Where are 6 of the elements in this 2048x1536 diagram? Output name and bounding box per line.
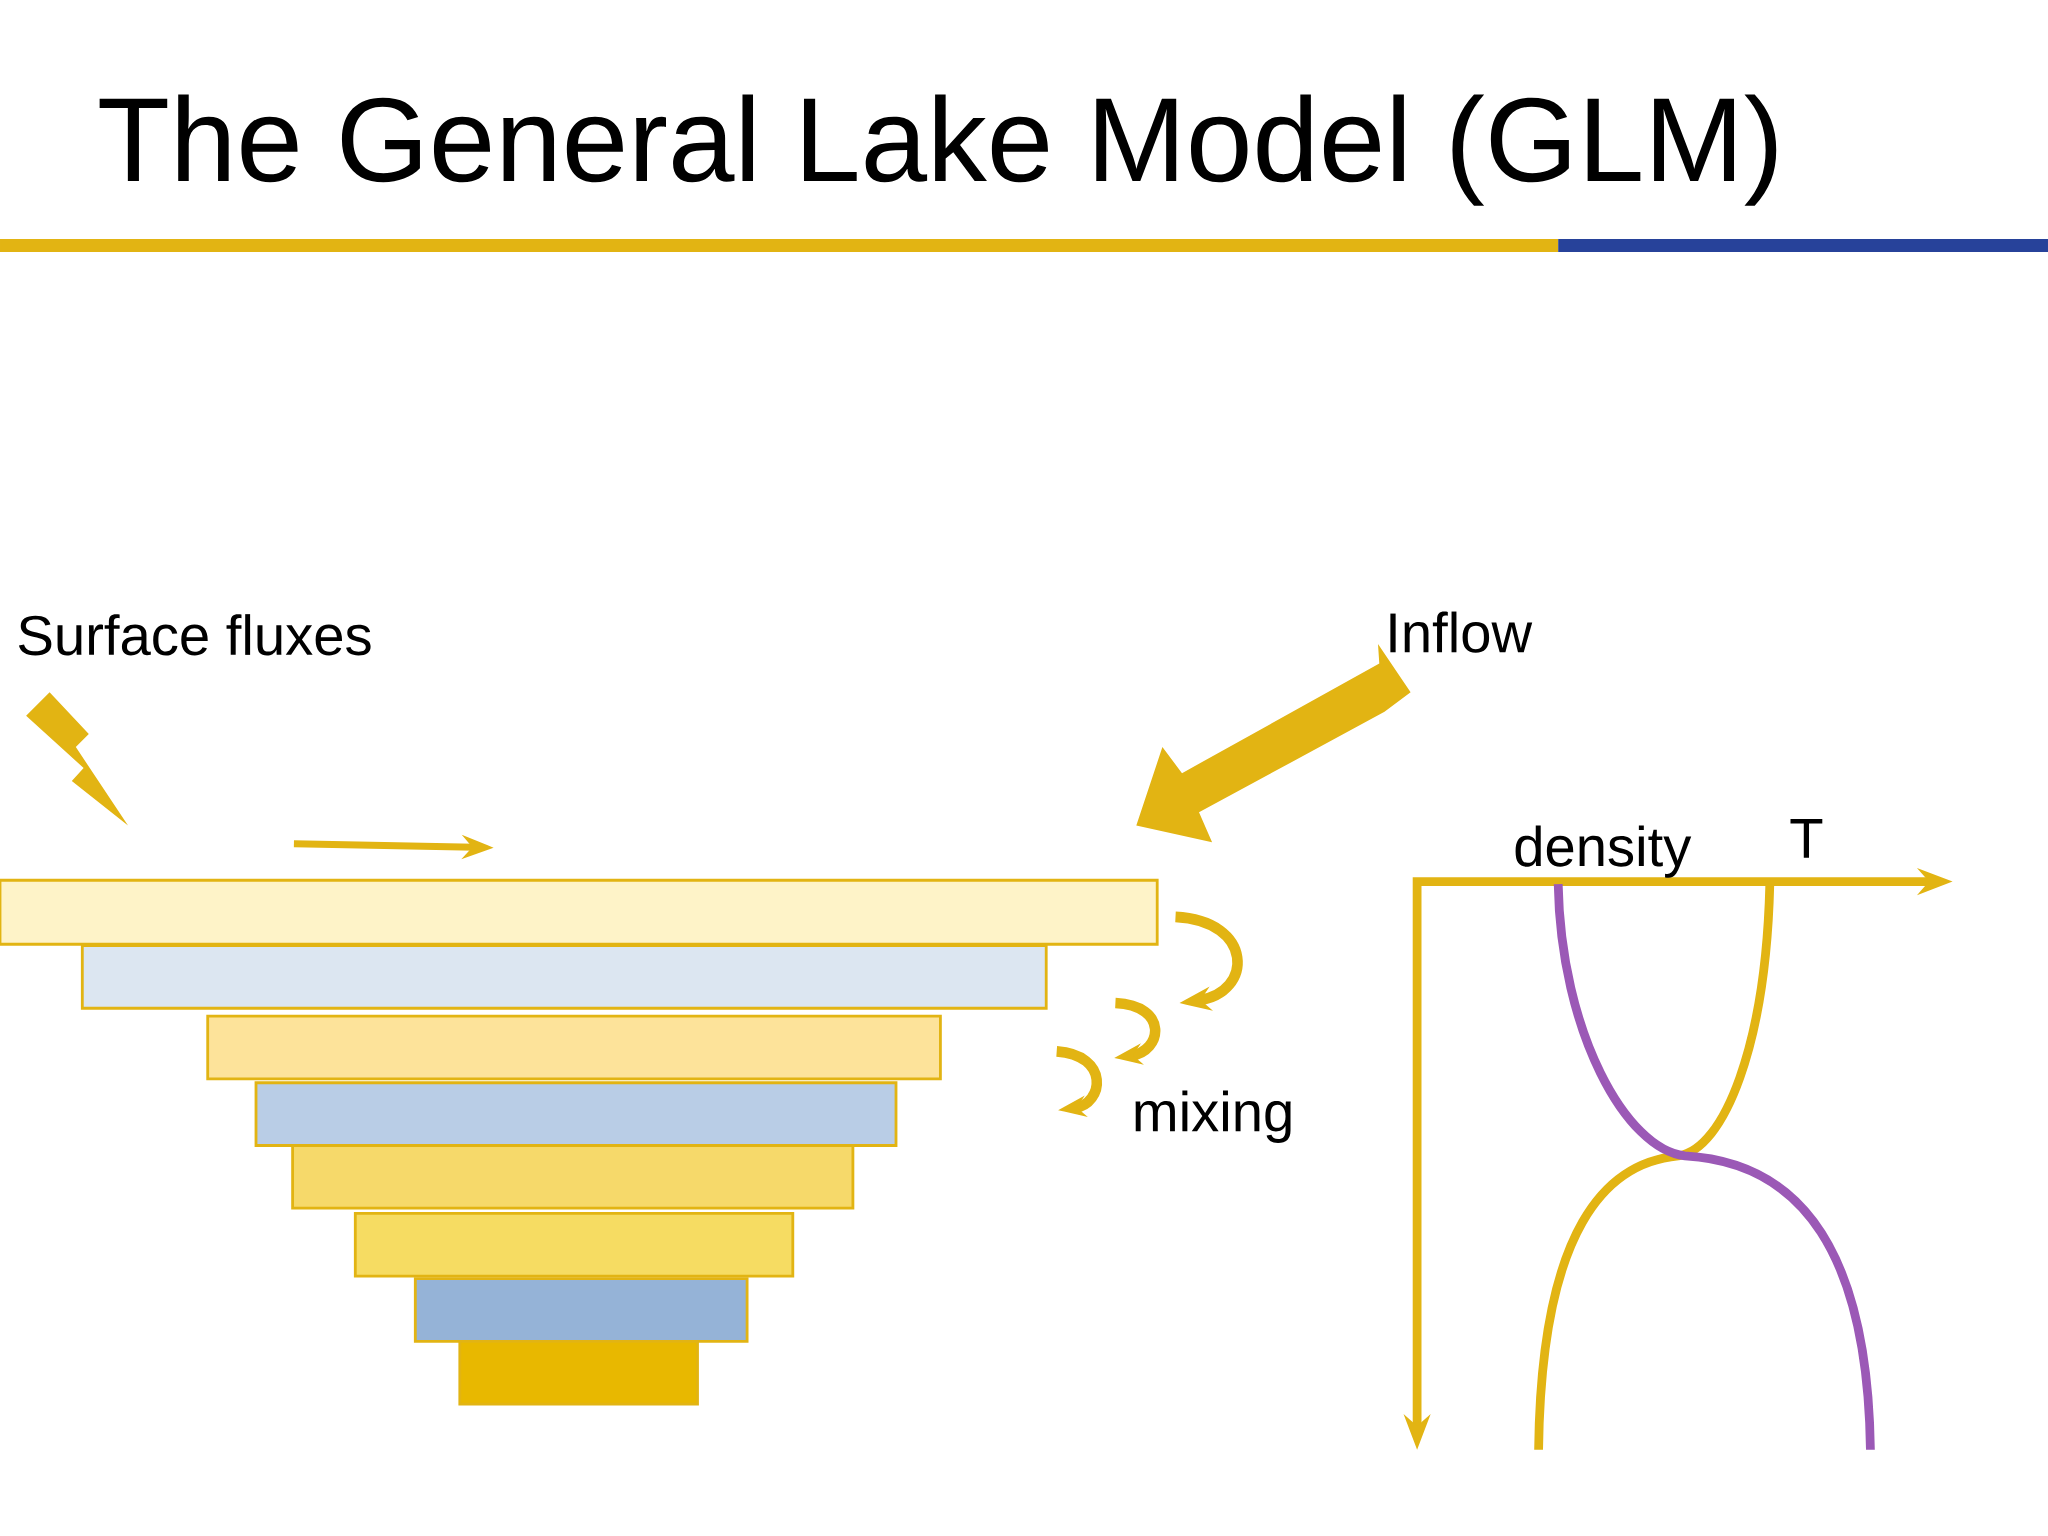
surface-fluxes-label: Surface fluxes	[18, 614, 371, 656]
title: The General Lake Model (GLM)	[99, 94, 1777, 206]
inflow-label: Inflow	[1390, 611, 1533, 653]
axis-label: T	[1790, 819, 1823, 858]
axis-label: density	[1515, 825, 1692, 878]
mixing-label: mixing	[1135, 1090, 1291, 1143]
